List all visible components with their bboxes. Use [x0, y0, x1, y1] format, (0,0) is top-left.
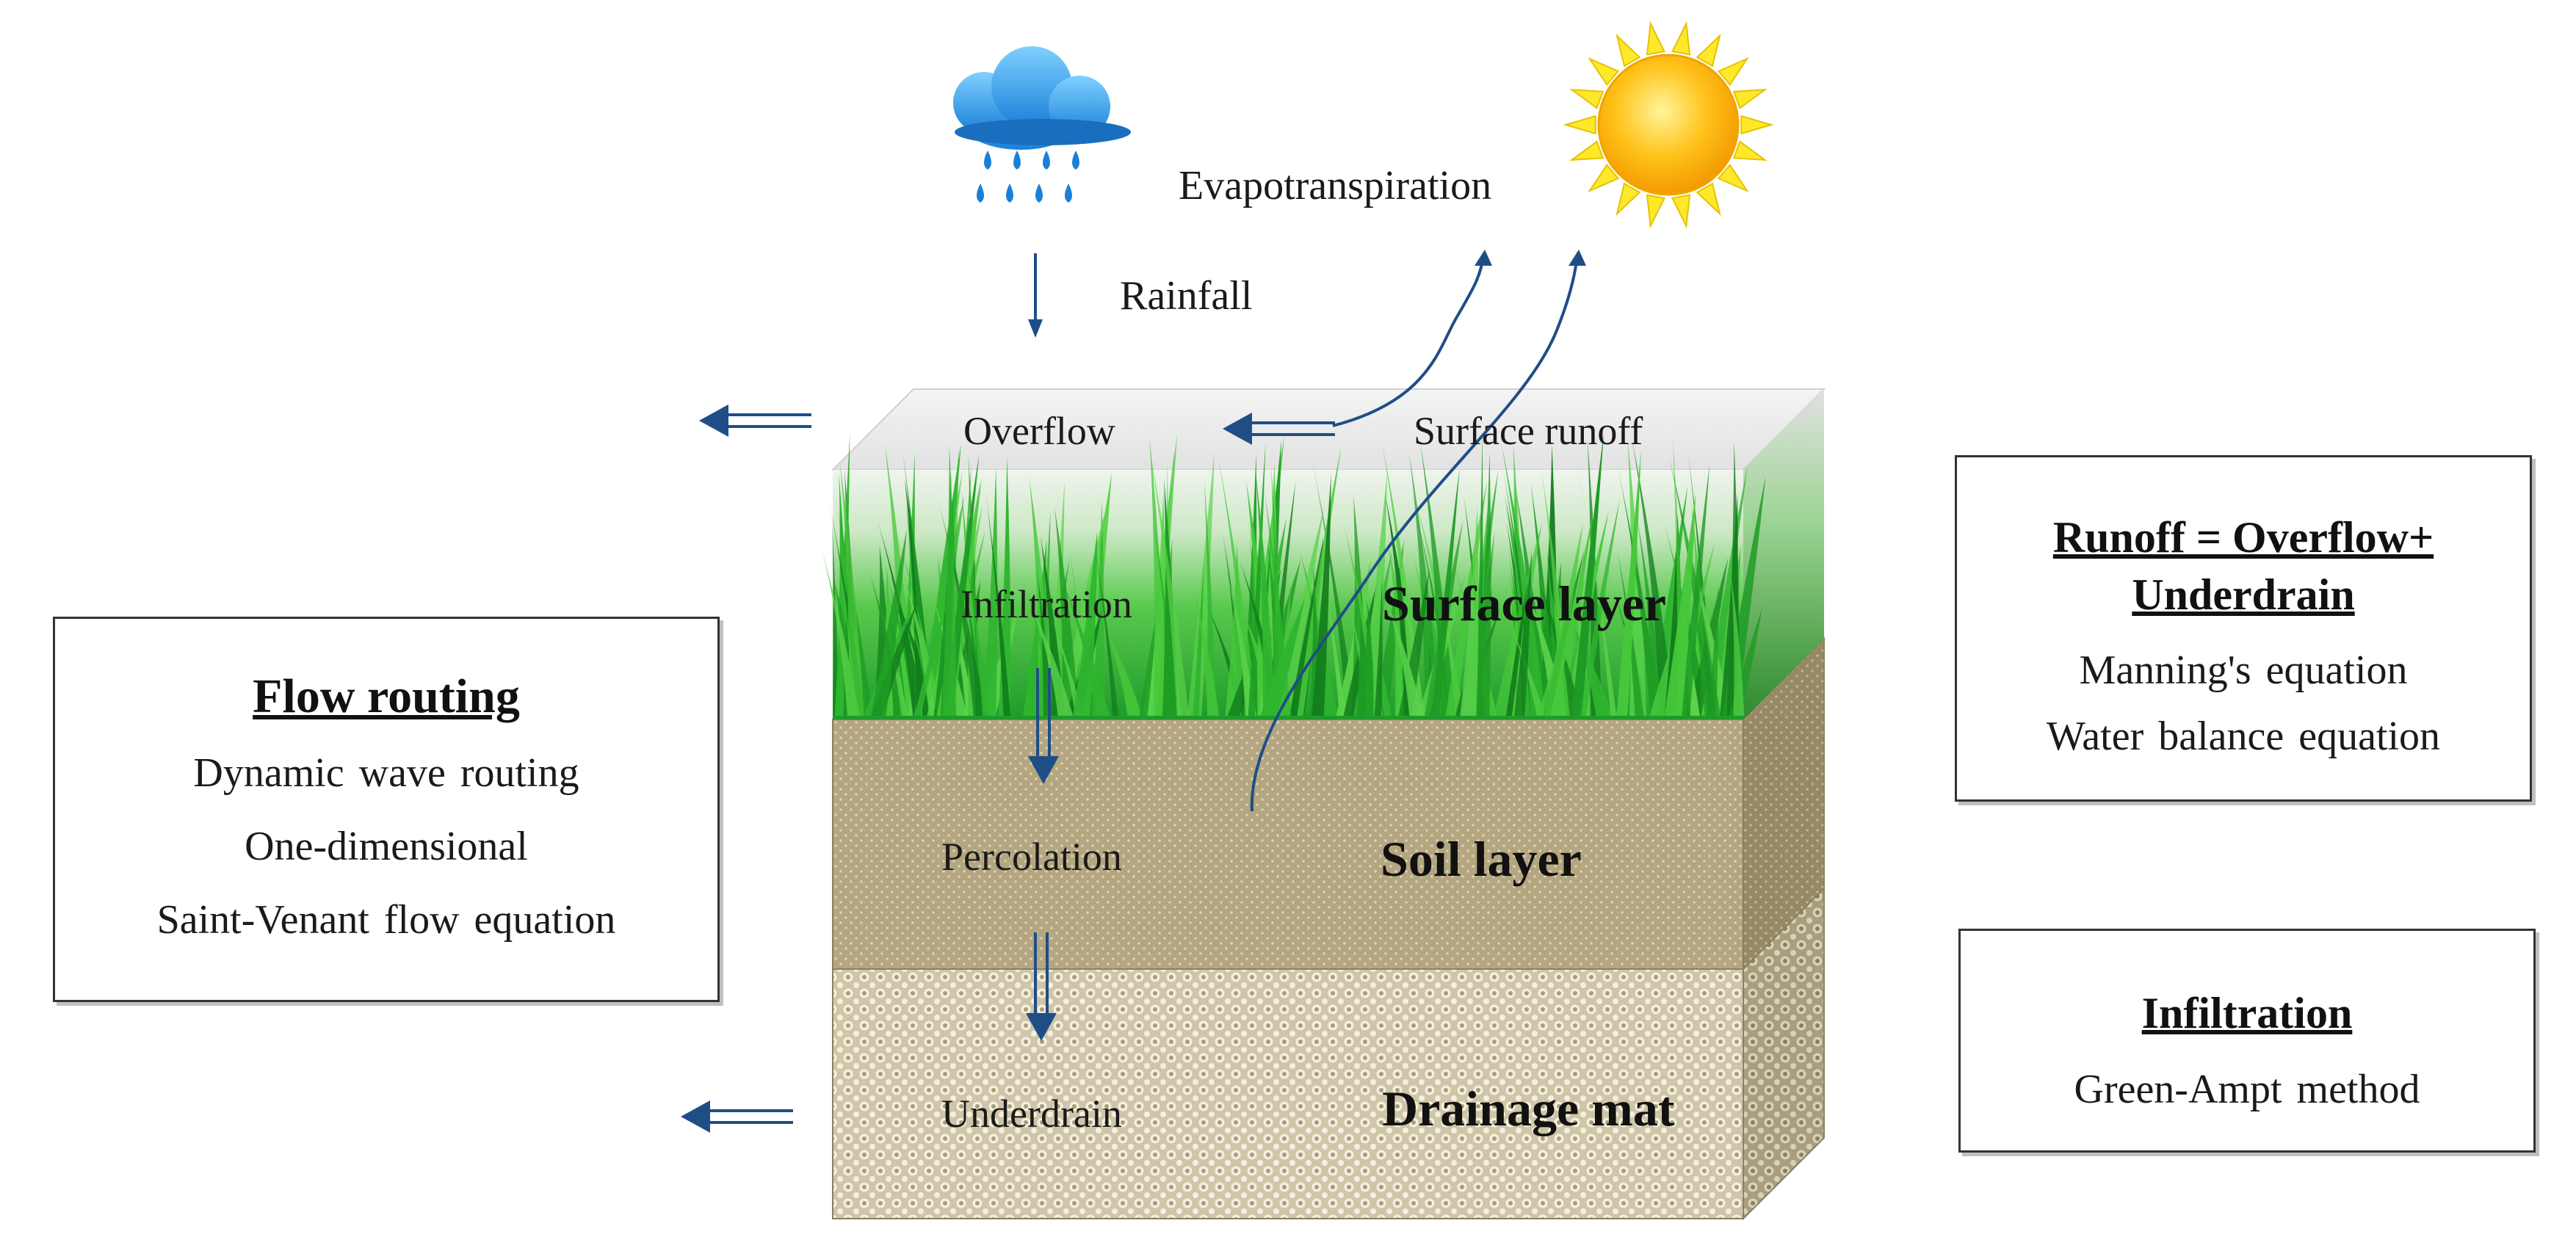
flow-routing-box: Flow routing Dynamic wave routing One-di… [53, 617, 720, 1002]
rainfall-label: Rainfall [1120, 273, 1253, 319]
percolation-arrow [1026, 932, 1057, 1041]
grass-blades [822, 432, 1766, 716]
surface-layer-title: Surface layer [1382, 576, 1667, 631]
percolation-label: Percolation [941, 835, 1122, 879]
evapotranspiration-label: Evapotranspiration [1179, 163, 1492, 208]
runoff-title-line-1: Runoff = Overflow+ [2052, 513, 2434, 562]
infiltration-box: Infiltration Green-Ampt method [1958, 929, 2536, 1153]
infiltration-label: Infiltration [960, 582, 1132, 626]
runoff-line-1: Manning's equation [2079, 647, 2408, 693]
surface-runoff-label: Surface runoff [1414, 409, 1643, 453]
overflow-arrow-inner [1223, 413, 1335, 445]
rain-cloud-icon [953, 46, 1131, 203]
flow-routing-line-3: Saint-Venant flow equation [156, 897, 616, 943]
evapotranspiration-arrow-soil [1250, 250, 1586, 812]
soil-layer [832, 636, 1825, 971]
soil-layer-title: Soil layer [1381, 831, 1582, 887]
runoff-box: Runoff = Overflow+ Underdrain Manning's … [1955, 455, 2532, 802]
drainage-mat-title: Drainage mat [1382, 1081, 1675, 1136]
overflow-arrow-outer [699, 404, 811, 437]
runoff-line-2: Water balance equation [2046, 714, 2441, 759]
infiltration-arrow [1028, 668, 1059, 784]
drainage-mat-layer [832, 886, 1825, 1221]
flow-routing-line-2: One-dimensional [245, 824, 528, 870]
flow-routing-line-1: Dynamic wave routing [193, 750, 579, 797]
surface-layer [822, 388, 1826, 719]
overflow-label: Overflow [963, 409, 1115, 453]
sun-icon [1563, 21, 1774, 229]
runoff-title-line-2: Underdrain [2132, 570, 2355, 619]
infiltration-box-title: Infiltration [2141, 989, 2353, 1037]
flow-routing-title: Flow routing [253, 670, 520, 723]
rainfall-arrow [1028, 253, 1043, 338]
infiltration-box-line-1: Green-Ampt method [2074, 1067, 2420, 1112]
underdrain-arrow-outer [681, 1100, 793, 1133]
evapotranspiration-arrow-surface [1332, 250, 1492, 427]
underdrain-label: Underdrain [941, 1092, 1122, 1136]
